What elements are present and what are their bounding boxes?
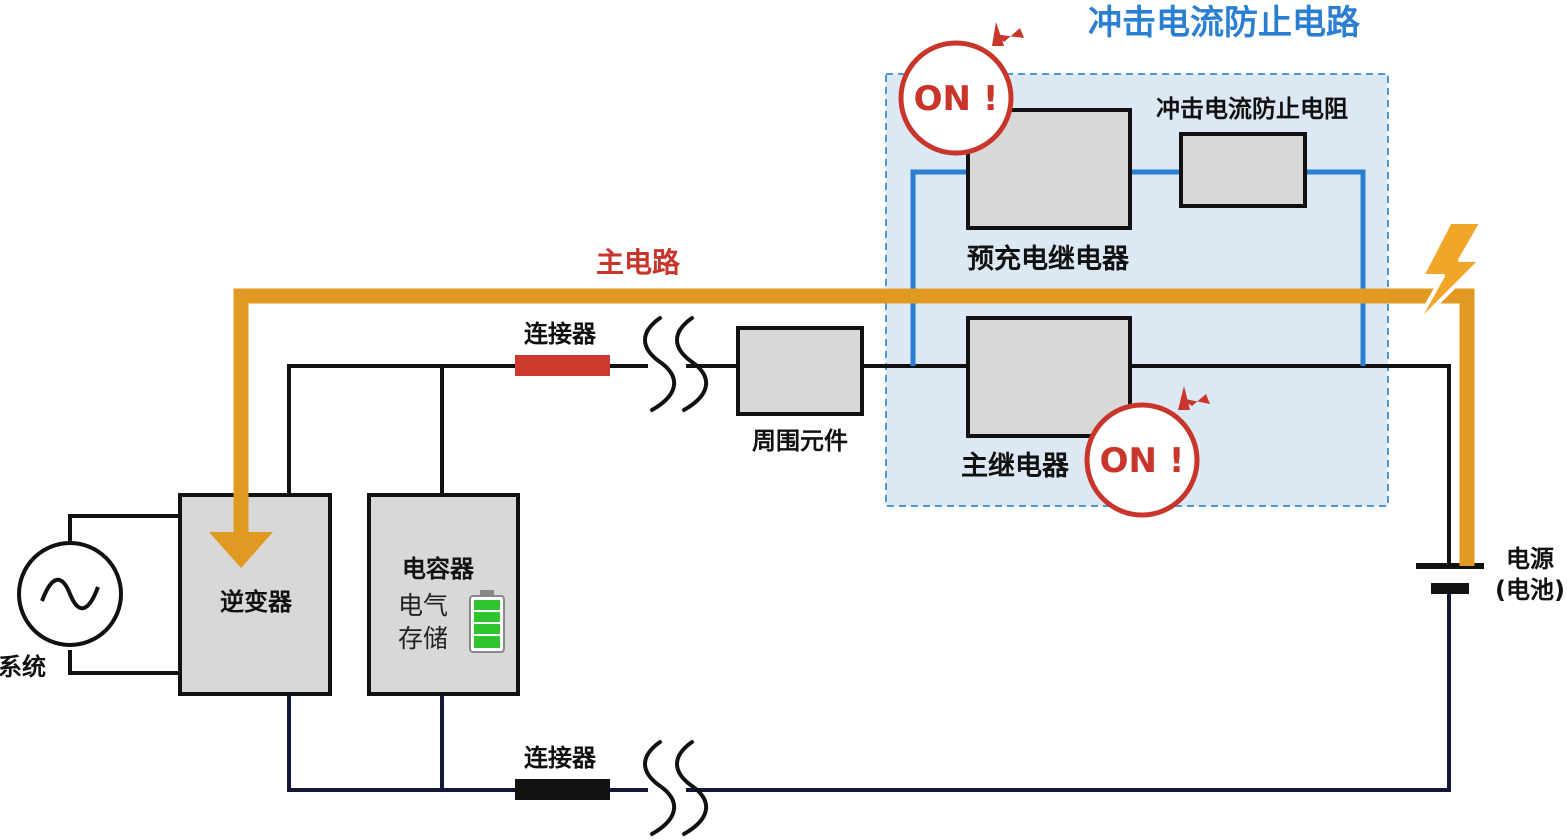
main-relay-label: 主继电器	[961, 450, 1070, 482]
connector-top-label: 连接器	[524, 320, 597, 348]
battery-icon	[469, 590, 505, 653]
lightning-spark-icon	[1413, 220, 1484, 328]
inverter	[178, 493, 332, 696]
connector-top	[515, 355, 610, 376]
precharge-on-text: ON !	[914, 79, 999, 119]
precharge-relay-label: 预充电继电器	[967, 243, 1130, 275]
grid-label: 系统	[0, 653, 46, 681]
power-source-sublabel: (电池)	[1495, 576, 1565, 604]
capacitor-desc-line2: 存储	[398, 624, 448, 653]
battery-negative-plate	[1431, 583, 1469, 594]
peripheral-component	[736, 326, 864, 416]
capacitor-desc-line1: 电气	[398, 591, 448, 620]
main-on-badge: ON !	[1084, 386, 1210, 518]
wire-break-icon	[643, 316, 709, 412]
main-circuit-path	[209, 288, 1475, 568]
inrush-resistor-label: 冲击电流防止电阻	[1156, 95, 1348, 123]
peripheral-label: 周围元件	[752, 427, 848, 455]
wire-break-icon	[643, 740, 709, 836]
capacitor-label: 电容器	[402, 555, 475, 583]
main-on-text: ON !	[1100, 441, 1185, 481]
inrush-resistor	[1179, 132, 1307, 208]
ac-source-icon	[17, 541, 123, 647]
connector-bottom	[515, 779, 610, 800]
connector-bottom-label: 连接器	[524, 744, 597, 772]
power-source-label: 电源	[1506, 545, 1554, 573]
main-relay	[966, 316, 1132, 438]
battery-positive-plate	[1416, 563, 1484, 569]
grid-connection-wires	[68, 514, 180, 675]
precharge-on-badge: ON !	[898, 22, 1024, 156]
positive-wire	[287, 364, 1451, 566]
region-title: 冲击电流防止电路	[1088, 3, 1361, 43]
inverter-label: 逆变器	[220, 588, 293, 616]
negative-wire	[287, 592, 1451, 792]
main-circuit-label: 主电路	[596, 246, 681, 279]
